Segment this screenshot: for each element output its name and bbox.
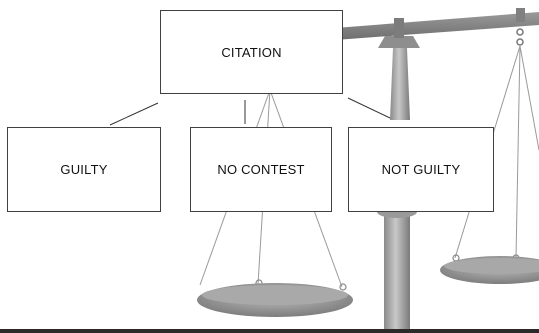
citation-node: CITATION [160,10,343,94]
not-guilty-label: NOT GUILTY [381,162,461,177]
scale-beam-tip [516,8,525,22]
scale-pivot-top [394,18,404,38]
scale-pillar-upper [390,48,410,120]
not-guilty-node: NOT GUILTY [348,127,494,212]
bottom-border [0,329,539,333]
citation-label: CITATION [221,44,282,60]
scale-beam [335,12,539,40]
no-contest-node: NO CONTEST [190,127,332,212]
no-contest-label: NO CONTEST [217,162,305,177]
connector-citation-notguilty [347,97,391,119]
guilty-node: GUILTY [7,127,161,212]
scale-pillar [384,210,410,332]
scale-pivot [378,36,420,48]
connector-citation-guilty [109,102,159,126]
guilty-label: GUILTY [60,162,108,177]
